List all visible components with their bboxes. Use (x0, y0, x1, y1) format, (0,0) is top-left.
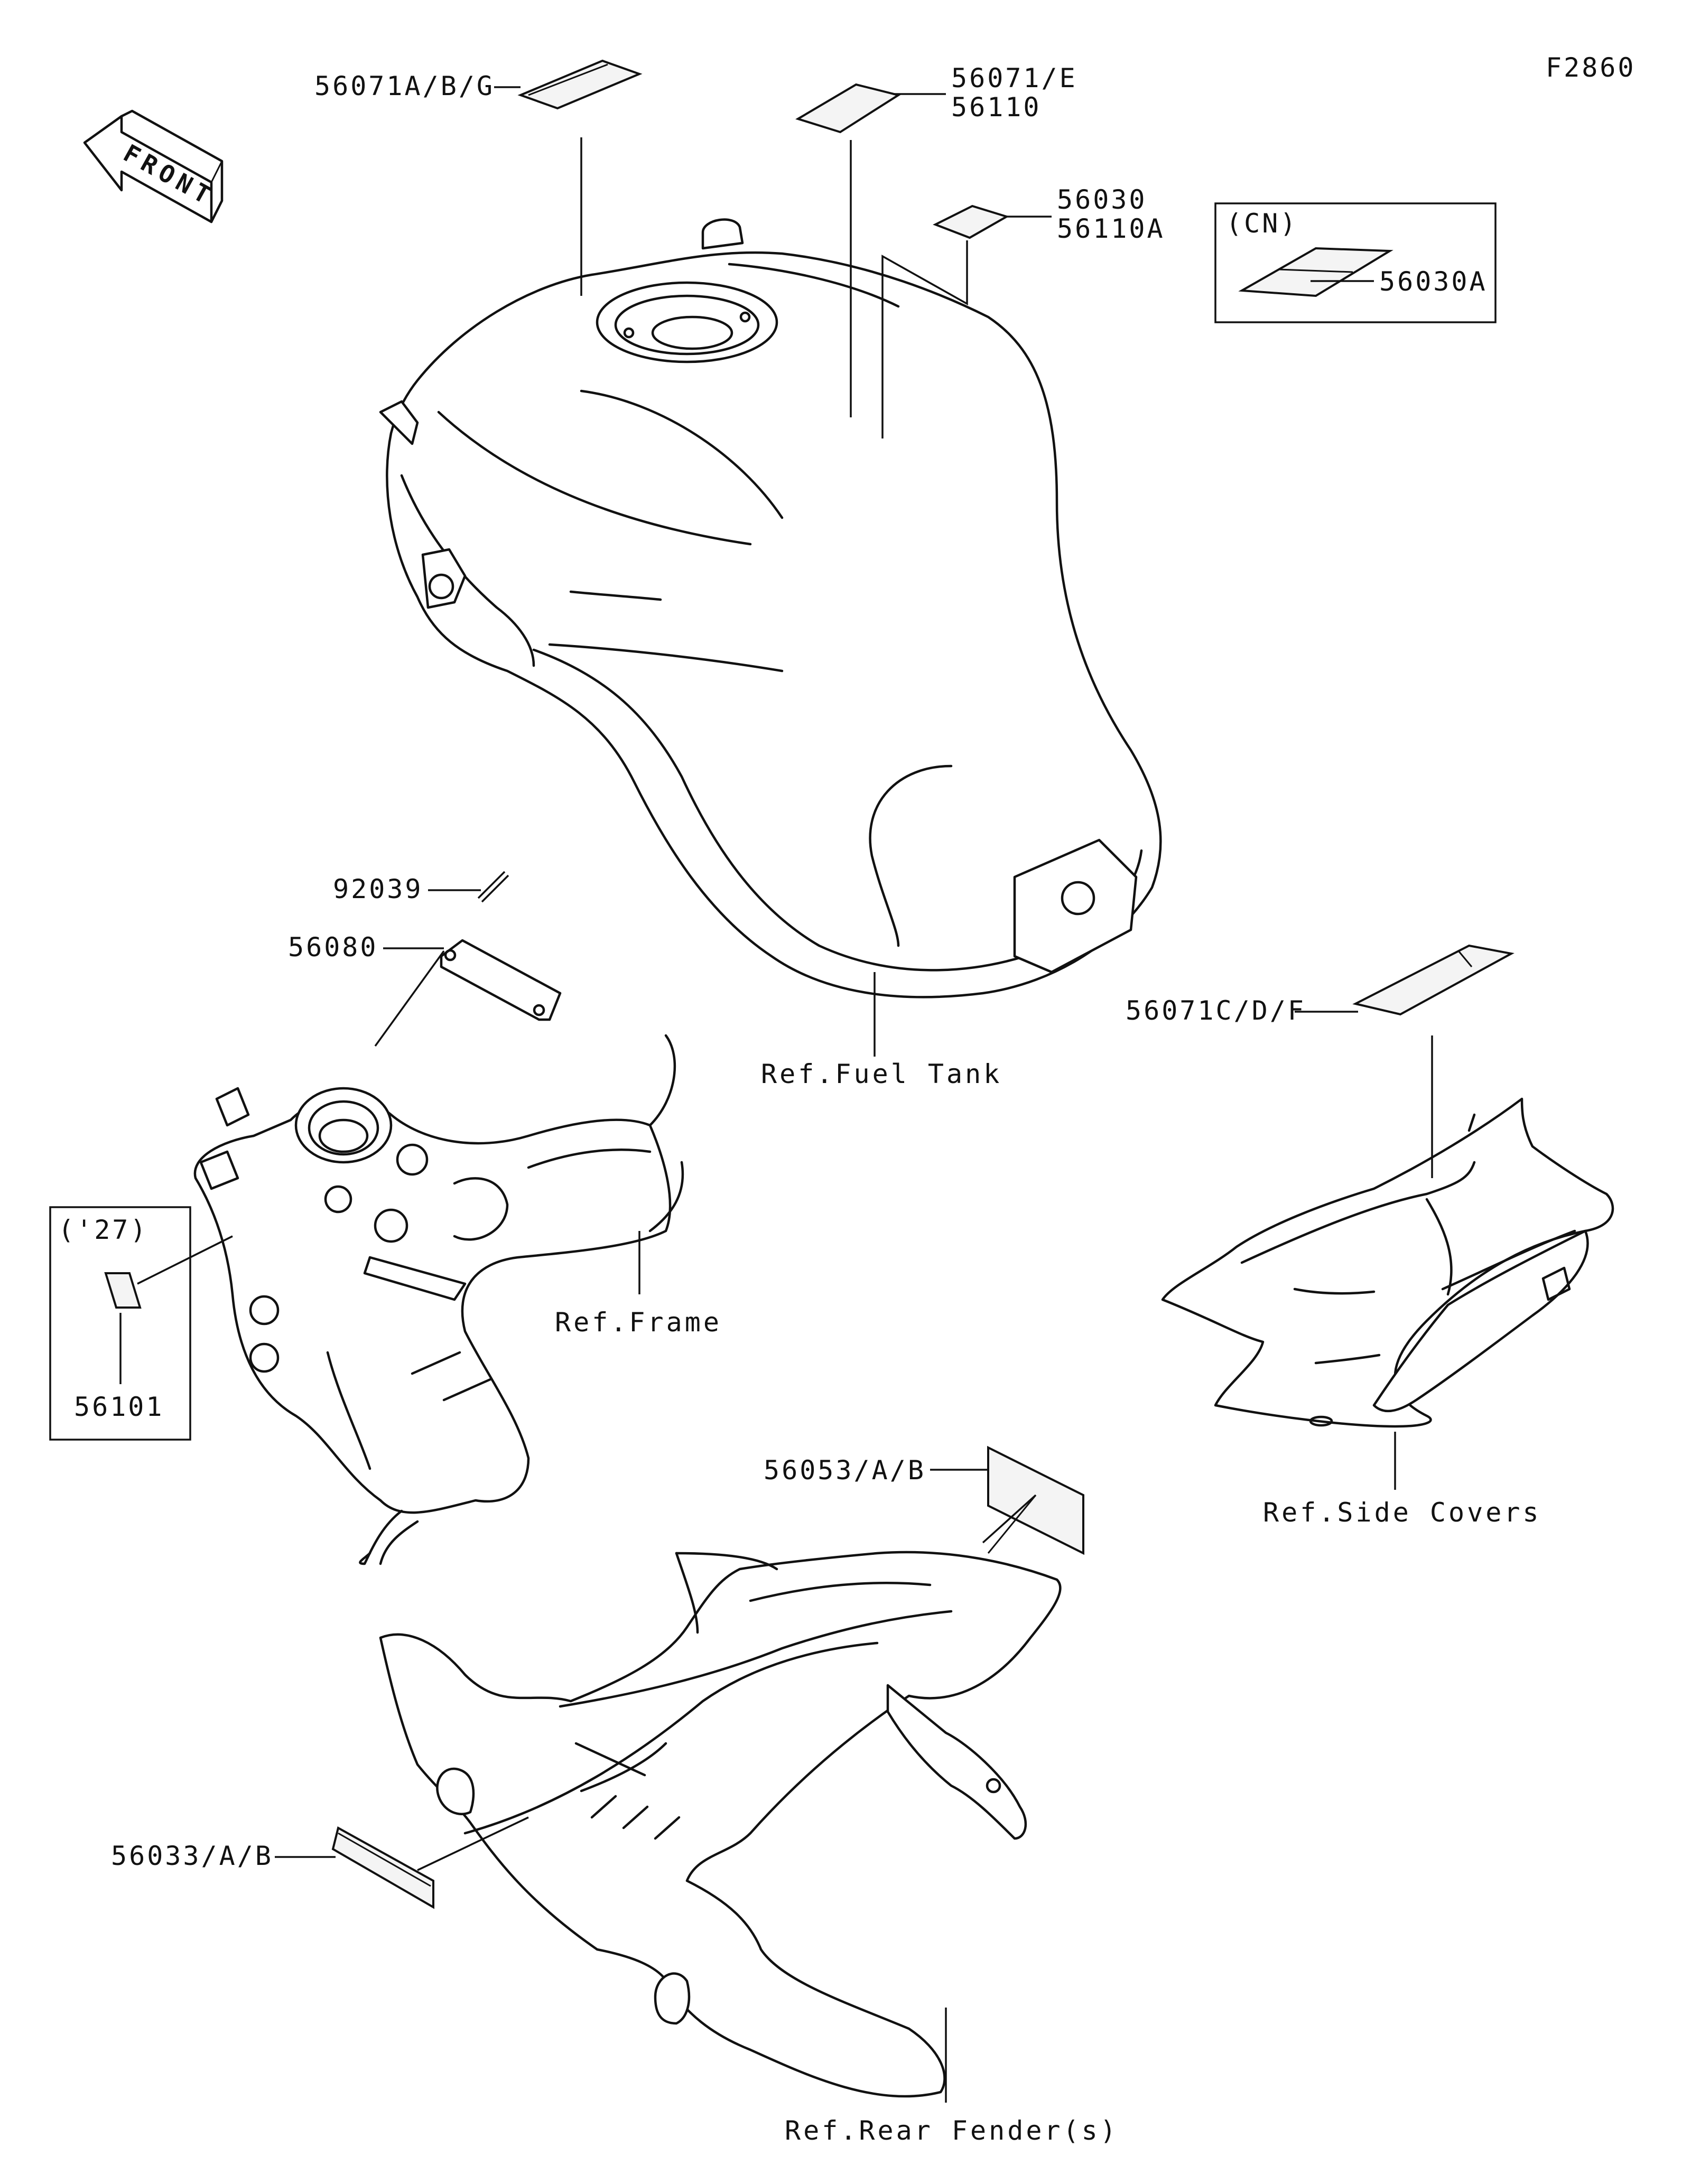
cn-box (1214, 202, 1497, 323)
plate-56080 (440, 939, 562, 1021)
callout-56053ab: 56053/A/B (764, 1455, 926, 1486)
label-56033ab (331, 1826, 434, 1909)
label-56030a (1238, 247, 1393, 297)
callout-92039: 92039 (333, 874, 423, 904)
ref-fuel-tank: Ref.Fuel Tank (761, 1059, 1002, 1089)
side-cover-illustration (1161, 1097, 1614, 1428)
rivet-92039 (477, 871, 509, 903)
year-box (49, 1206, 191, 1441)
year-tag: ('27) (58, 1215, 148, 1245)
callout-56101: 56101 (74, 1392, 164, 1422)
label-56071e (795, 83, 902, 134)
label-56071abg (517, 59, 643, 110)
ref-side-covers: Ref.Side Covers (1263, 1497, 1541, 1528)
callout-56033ab: 56033/A/B (111, 1841, 273, 1871)
rear-fender-illustration (379, 1551, 1062, 2098)
figure-id: F2860 (1546, 52, 1636, 83)
label-56071cdf (1352, 944, 1515, 1016)
fuel-tank-illustration (379, 218, 1162, 998)
label-56053ab (987, 1445, 1084, 1555)
cn-tag: (CN) (1226, 208, 1298, 239)
front-direction-arrow-icon: FRONT (83, 109, 224, 223)
callout-56080: 56080 (288, 932, 378, 963)
ref-rear-fender: Ref.Rear Fender(s) (785, 2115, 1119, 2146)
callout-56030a: 56030A (1379, 266, 1488, 297)
label-56101 (104, 1272, 142, 1309)
callout-56071cdf: 56071C/D/F (1126, 995, 1306, 1026)
callout-56071abg: 56071A/B/G (314, 71, 495, 101)
ref-frame: Ref.Frame (555, 1307, 722, 1338)
callout-56110a: 56110A (1057, 213, 1165, 244)
callout-56110: 56110 (951, 92, 1042, 123)
frame-illustration (193, 1034, 684, 1565)
callout-56071e: 56071/E (951, 63, 1077, 94)
label-56030 (933, 204, 1010, 239)
callout-56030: 56030 (1057, 184, 1147, 215)
